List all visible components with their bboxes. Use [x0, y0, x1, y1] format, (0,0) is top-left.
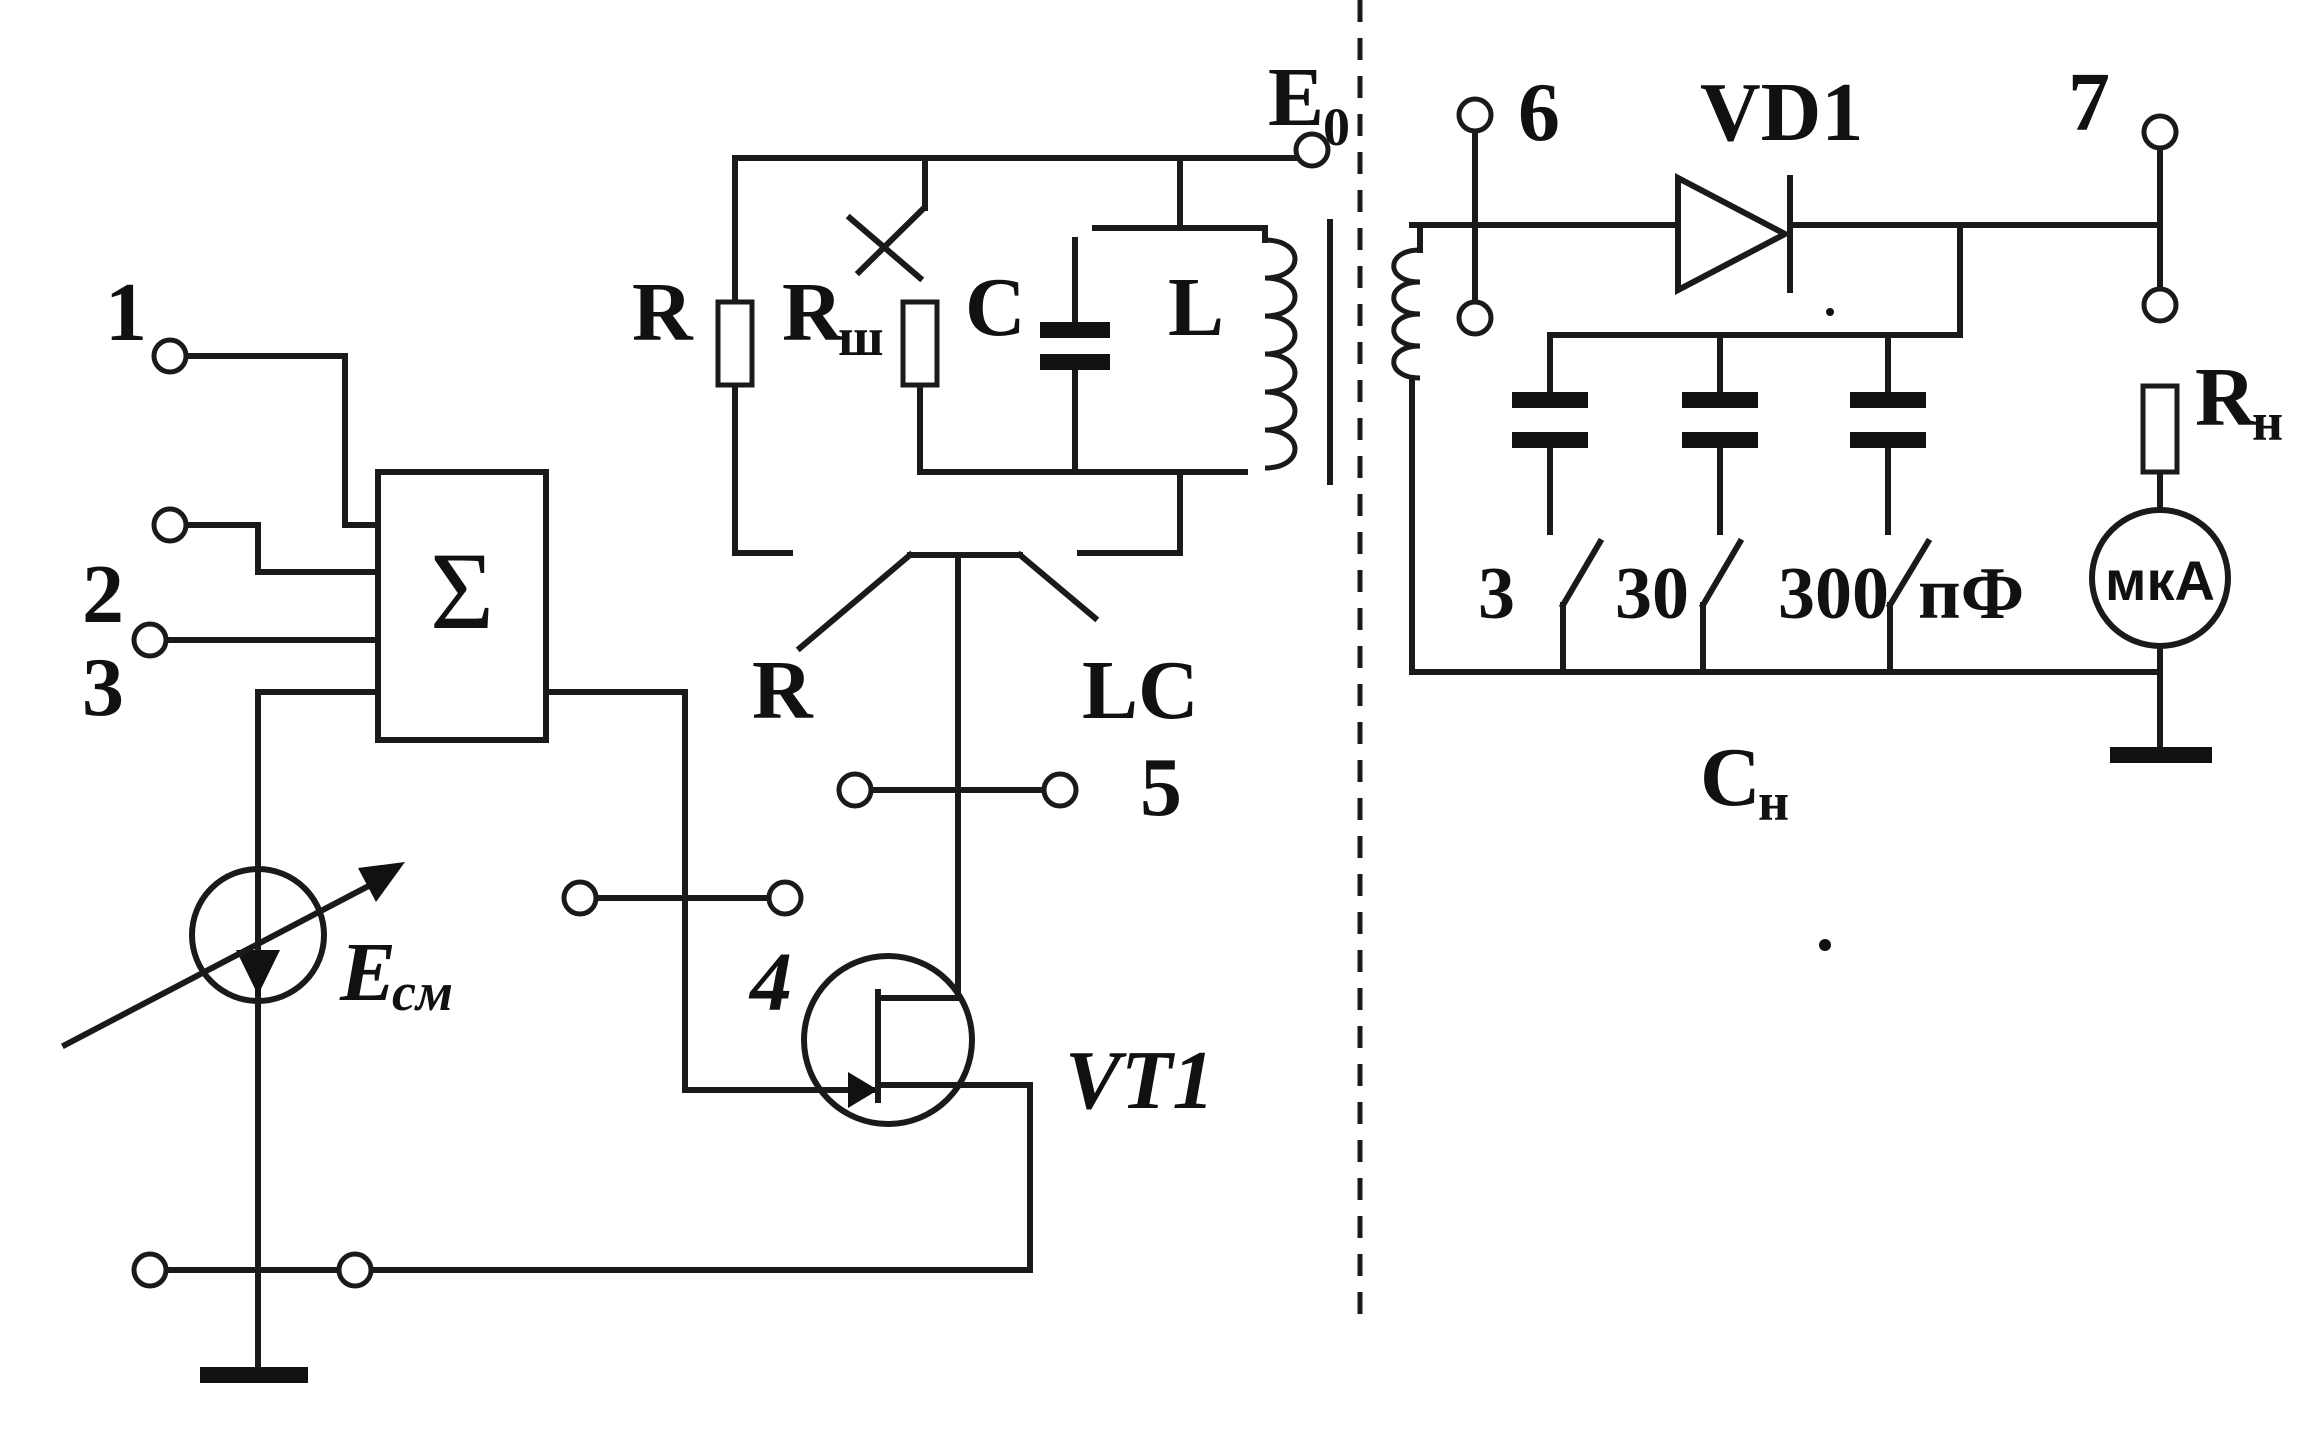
label-load-cap-sub: н — [1758, 772, 1789, 832]
label-load-res-sub: н — [2252, 392, 2283, 452]
microammeter: мкА — [2089, 507, 2231, 649]
terminal-1[interactable] — [151, 337, 189, 375]
label-cap-30: 30 — [1615, 553, 1689, 635]
label-bias-source-sub: см — [392, 962, 453, 1022]
capacitor-30pf — [1682, 392, 1758, 448]
label-transistor: VT1 — [1065, 1034, 1214, 1127]
switch-30pf[interactable] — [1698, 537, 1745, 610]
terminal-bottom-left[interactable] — [131, 1251, 169, 1289]
capacitor-300pf — [1850, 392, 1926, 448]
label-capacitor-c: C — [965, 261, 1026, 354]
label-terminal-6: 6 — [1518, 66, 1560, 159]
terminal-4-pair[interactable] — [561, 879, 804, 917]
terminal-supply[interactable] — [1293, 131, 1331, 169]
switch-300pf[interactable] — [1885, 537, 1933, 610]
transistor-vt1 — [801, 552, 975, 1127]
capacitor-c — [1040, 322, 1110, 370]
label-cap-unit: пФ — [1918, 553, 2024, 635]
label-terminal-5: 5 — [1140, 741, 1182, 834]
terminal-5-pair[interactable] — [836, 771, 1079, 809]
label-terminal-2: 2 — [82, 548, 124, 641]
switch-3pf[interactable] — [1558, 537, 1605, 610]
print-dot — [1819, 939, 1831, 951]
label-switch-lc: LC — [1082, 644, 1199, 737]
label-diode: VD1 — [1700, 66, 1863, 159]
label-switch-r: R — [752, 644, 814, 737]
terminal-bottom-right[interactable] — [336, 1251, 374, 1289]
label-cap-3: 3 — [1478, 553, 1515, 635]
label-cap-300: 300 — [1778, 553, 1889, 635]
load-selector-switch[interactable] — [795, 550, 1100, 653]
label-bias-source: E — [339, 926, 396, 1019]
terminal-7-pair[interactable] — [2141, 113, 2179, 324]
bias-source — [60, 862, 405, 1050]
secondary-coil — [1391, 222, 1423, 381]
label-terminal-3: 3 — [82, 641, 124, 734]
tank-wiring — [732, 146, 1316, 556]
label-resistor-shunt: R — [782, 266, 844, 359]
label-terminal-7: 7 — [2068, 56, 2110, 149]
input-wiring — [147, 353, 381, 1378]
label-load-res: R — [2195, 351, 2257, 444]
label-resistor-shunt-sub: ш — [838, 307, 884, 367]
resistor-r — [715, 299, 755, 388]
resistor-load — [2140, 383, 2180, 475]
terminal-2[interactable] — [131, 621, 169, 659]
label-load-cap: C — [1700, 731, 1761, 824]
shunt-switch[interactable] — [845, 203, 929, 283]
label-meter: мкА — [2105, 549, 2215, 612]
summer-block: Σ — [375, 469, 549, 743]
terminal-unlabeled[interactable] — [151, 506, 189, 544]
label-terminal-4: 4 — [748, 936, 792, 1029]
label-terminal-1: 1 — [105, 266, 147, 359]
bottom-wiring — [147, 1082, 1033, 1273]
diode-vd1 — [1675, 173, 1793, 295]
capacitor-3pf — [1512, 392, 1588, 448]
print-dot — [1826, 308, 1834, 316]
label-supply: E — [1268, 51, 1324, 144]
summer-symbol: Σ — [430, 530, 494, 652]
label-resistor-r: R — [632, 266, 694, 359]
label-supply-sub: 0 — [1323, 97, 1350, 157]
label-inductor-l: L — [1168, 261, 1224, 354]
terminal-6[interactable] — [1456, 96, 1494, 337]
inductor-l — [1264, 237, 1298, 471]
resistor-shunt — [900, 299, 940, 388]
